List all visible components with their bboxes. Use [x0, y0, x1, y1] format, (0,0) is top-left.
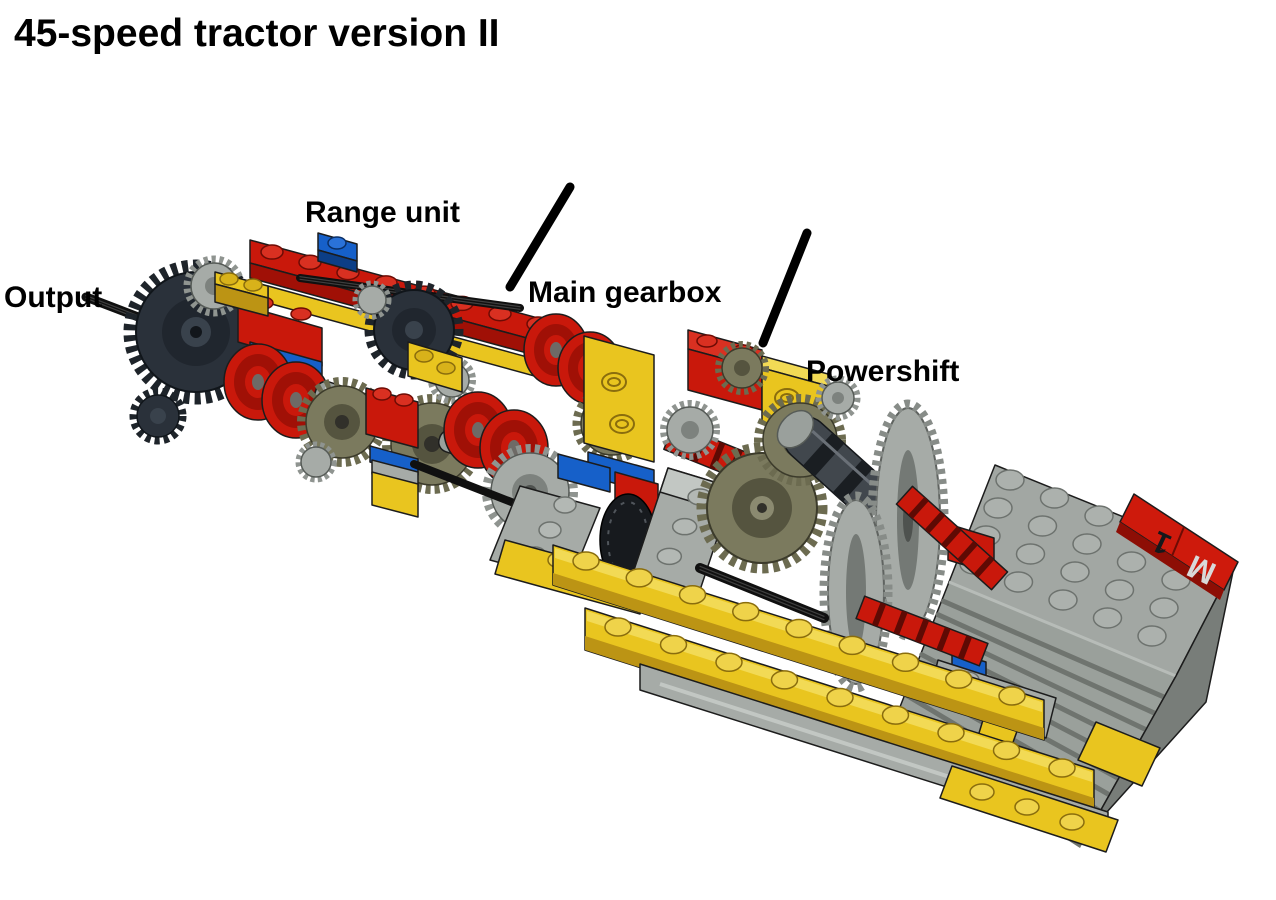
output-assembly — [81, 255, 323, 445]
powershift-assembly — [660, 341, 885, 574]
crown-gear-rings — [819, 399, 1009, 693]
page-title: 45-speed tractor version II — [14, 12, 500, 55]
chassis-beams — [552, 544, 1119, 853]
divider-line-1 — [505, 182, 575, 292]
red-ribbed-axle — [895, 485, 1009, 591]
m1-label-tile: 1 M — [1116, 493, 1239, 600]
divider-lines — [505, 182, 812, 348]
label-powershift: Powershift — [806, 355, 960, 388]
clutch-cylinder — [776, 409, 885, 512]
red-ribbed-axle — [855, 595, 989, 667]
label-main-gearbox: Main gearbox — [528, 276, 722, 309]
label-output: Output — [4, 281, 103, 314]
dark-gear-small — [129, 387, 187, 445]
label-range-unit: Range unit — [305, 196, 460, 229]
divider-line-2 — [758, 228, 812, 348]
gear-olive-small — [715, 341, 769, 395]
